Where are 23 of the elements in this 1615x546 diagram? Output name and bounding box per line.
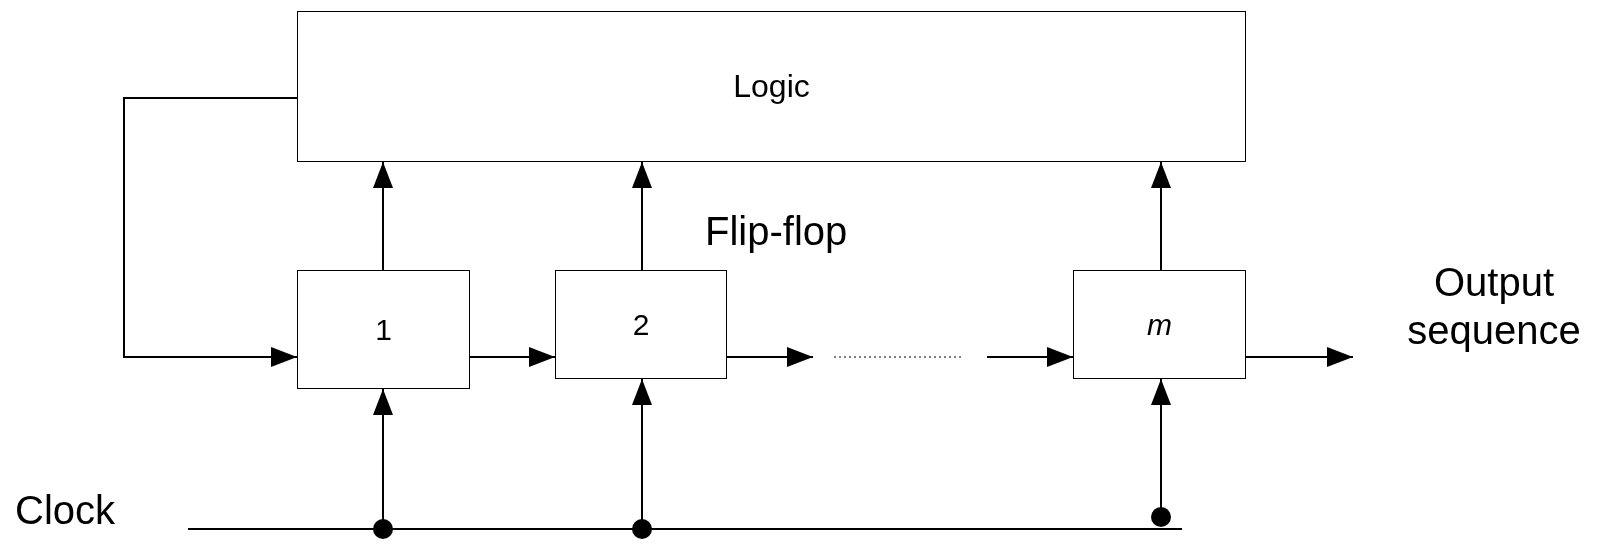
arrow [986,347,1074,367]
box-label: 2 [632,306,650,343]
arrow [1245,347,1354,367]
clock-connector [1151,378,1171,527]
clock-connector [632,378,652,539]
flip-flop-box [297,270,470,389]
flip-flop-label: Flip-flop [705,209,848,254]
logic-box [297,11,1246,162]
arrow [373,161,393,271]
output-label: Output sequence [1406,259,1582,354]
box-label: 1 [375,311,392,348]
flip-flop-box [555,270,727,379]
flip-flop-box [1073,270,1246,379]
clock-line [188,528,1182,530]
arrow [632,161,652,271]
box-label: m [1147,306,1172,343]
arrow [726,347,814,367]
clock-connector [373,388,393,539]
arrow [469,347,556,367]
clock-label: Clock [15,488,116,533]
box-label: Logic [733,67,810,106]
arrow [1151,161,1171,271]
arrow [123,97,298,367]
